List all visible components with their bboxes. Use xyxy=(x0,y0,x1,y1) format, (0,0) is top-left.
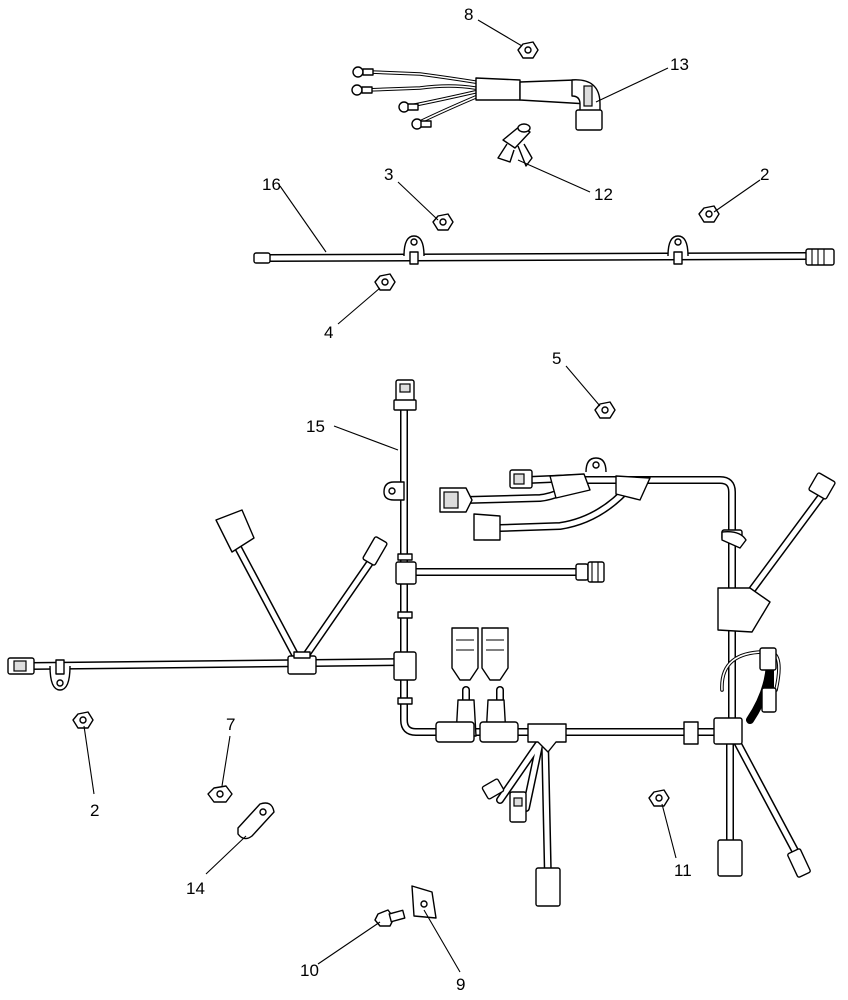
callout-10: 10 xyxy=(300,961,319,980)
hardware-nut-4 xyxy=(374,273,396,291)
callout-2-bottom: 2 xyxy=(90,801,99,820)
hardware-bolt-10 xyxy=(374,909,406,927)
part-13-lead-harness xyxy=(351,66,603,131)
callout-12: 12 xyxy=(594,185,613,204)
hardware-nut-3 xyxy=(432,213,454,231)
hardware-nut-11 xyxy=(648,789,670,807)
callout-9: 9 xyxy=(456,975,465,994)
part-12-clip xyxy=(497,123,533,167)
part-15-main-harness xyxy=(7,379,836,907)
callout-3: 3 xyxy=(384,165,393,184)
callout-4: 4 xyxy=(324,323,333,342)
callout-13: 13 xyxy=(670,55,689,74)
callout-leaders xyxy=(83,19,761,973)
callout-15: 15 xyxy=(306,417,325,436)
callout-8: 8 xyxy=(464,5,473,24)
callout-2-top: 2 xyxy=(760,165,769,184)
callout-16: 16 xyxy=(262,175,281,194)
part-16-harness xyxy=(253,235,835,266)
hardware-nut-2-top xyxy=(698,205,720,223)
callout-11: 11 xyxy=(674,861,692,880)
callout-7: 7 xyxy=(226,715,235,734)
hardware-clip-14 xyxy=(237,802,275,840)
hardware-nut-8 xyxy=(517,41,539,59)
hardware-bracket-9 xyxy=(411,885,437,919)
hardware-nut-7 xyxy=(207,785,233,803)
callout-14: 14 xyxy=(186,879,205,898)
callout-labels: 8 13 12 16 3 2 4 5 15 7 2 14 11 10 9 xyxy=(90,5,769,994)
hardware-nut-2-bottom xyxy=(72,711,94,729)
callout-5: 5 xyxy=(552,349,561,368)
